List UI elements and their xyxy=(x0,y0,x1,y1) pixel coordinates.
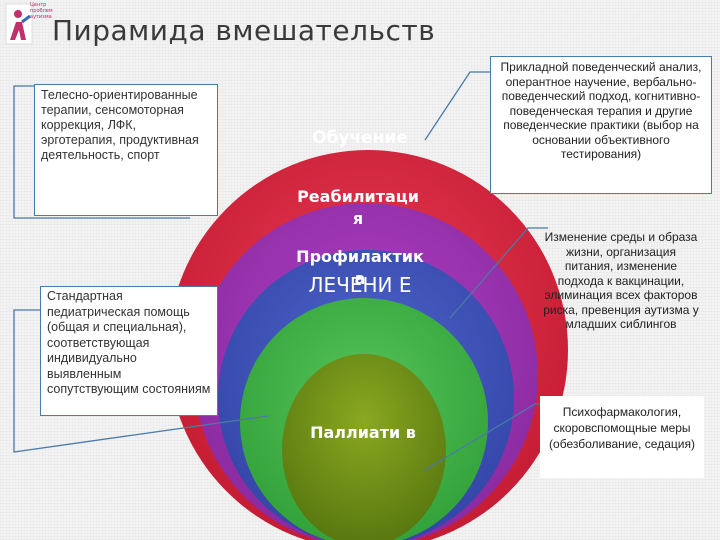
label-palliativ: Паллиати в xyxy=(310,423,416,442)
logo-line: Центр xyxy=(30,2,47,8)
right-box-prevention: Изменение среды и образа жизни, организа… xyxy=(540,228,702,342)
left-box-text: Телесно-ориентированные терапии, сенсомо… xyxy=(41,88,199,162)
logo-line: проблем xyxy=(30,8,53,14)
left-box-text: Стандартная педиатрическая помощь (общая… xyxy=(47,289,211,396)
connector-line xyxy=(13,85,190,219)
connector-line xyxy=(449,227,548,319)
ring-palliativ xyxy=(282,354,446,540)
right-box-behavioral: Прикладной поведенческий анализ, оперант… xyxy=(490,56,712,194)
right-box-pharmacology: Психофармакология, скоровспомощные меры … xyxy=(540,396,704,478)
right-box-text: Прикладной поведенческий анализ, оперант… xyxy=(500,60,702,161)
label-reabilitacia: Реабилитаци я xyxy=(297,187,419,228)
logo-line: аутизма xyxy=(30,14,52,20)
connector-line xyxy=(424,71,500,141)
left-box-somatic: Телесно-ориентированные терапии, сенсомо… xyxy=(34,84,218,216)
left-box-pediatric: Стандартная педиатрическая помощь (общая… xyxy=(40,286,218,416)
label-obuchenie: Обучение xyxy=(312,128,408,148)
label-lechenie: ЛЕЧЕНИ Е xyxy=(308,273,412,297)
label-profilaktika: Профилактик а xyxy=(296,247,424,288)
page-title: Пирамида вмешательств xyxy=(52,14,436,47)
person-logo-icon xyxy=(5,3,33,45)
connector-line xyxy=(13,309,269,453)
logo-caption: Центр проблем аутизма xyxy=(30,2,53,20)
right-box-text: Психофармакология, скоровспомощные меры … xyxy=(549,405,695,451)
right-box-text: Изменение среды и образа жизни, организа… xyxy=(543,230,699,331)
